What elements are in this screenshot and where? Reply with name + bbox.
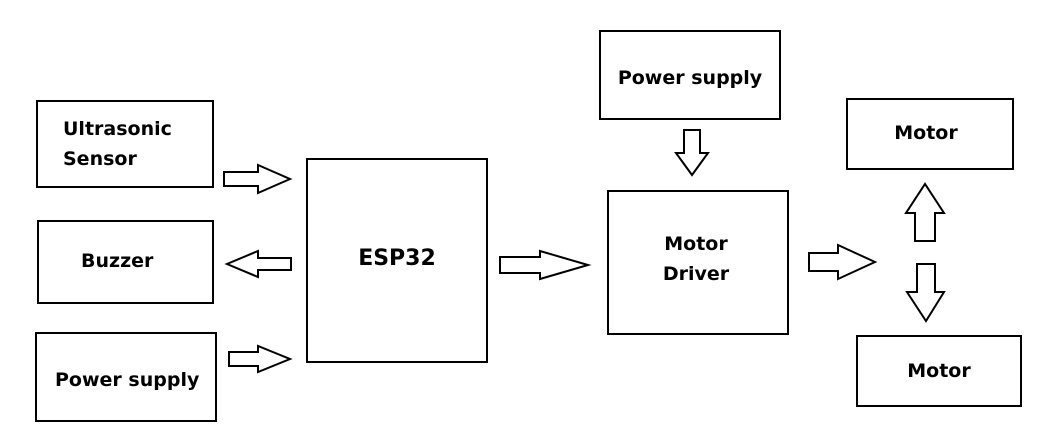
arrow-down-to-motor-bottom bbox=[905, 263, 946, 323]
motor-top-block bbox=[846, 98, 1014, 170]
motor-driver-label-line1: Motor bbox=[664, 233, 728, 255]
buzzer-label: Buzzer bbox=[81, 250, 154, 272]
arrow-esp32-to-buzzer bbox=[224, 249, 292, 279]
esp32-label: ESP32 bbox=[358, 246, 436, 271]
ultrasonic-label-line2: Sensor bbox=[63, 148, 137, 170]
power-supply-left-label: Power supply bbox=[55, 369, 200, 391]
buzzer-block bbox=[37, 220, 214, 304]
motor-top-label: Motor bbox=[894, 122, 958, 144]
motor-driver-label-line2: Driver bbox=[662, 263, 730, 285]
ultrasonic-label-line1: Ultrasonic bbox=[63, 118, 172, 140]
power-supply-top-label: Power supply bbox=[617, 67, 763, 89]
esp32-block bbox=[306, 158, 488, 363]
ultrasonic-sensor-block bbox=[36, 100, 214, 188]
arrow-power-to-driver bbox=[674, 129, 710, 177]
motor-bottom-label: Motor bbox=[907, 360, 971, 382]
arrow-ultrasonic-to-esp32 bbox=[223, 163, 293, 195]
motor-driver-block bbox=[607, 190, 789, 335]
arrow-up-to-motor-top bbox=[904, 182, 946, 242]
motor-bottom-block bbox=[856, 335, 1022, 407]
power-supply-top-block bbox=[599, 30, 781, 120]
power-supply-left-block bbox=[35, 332, 217, 422]
arrow-driver-to-motors bbox=[808, 243, 878, 281]
arrow-power-to-esp32 bbox=[228, 344, 293, 374]
arrow-esp32-to-driver bbox=[499, 249, 592, 281]
